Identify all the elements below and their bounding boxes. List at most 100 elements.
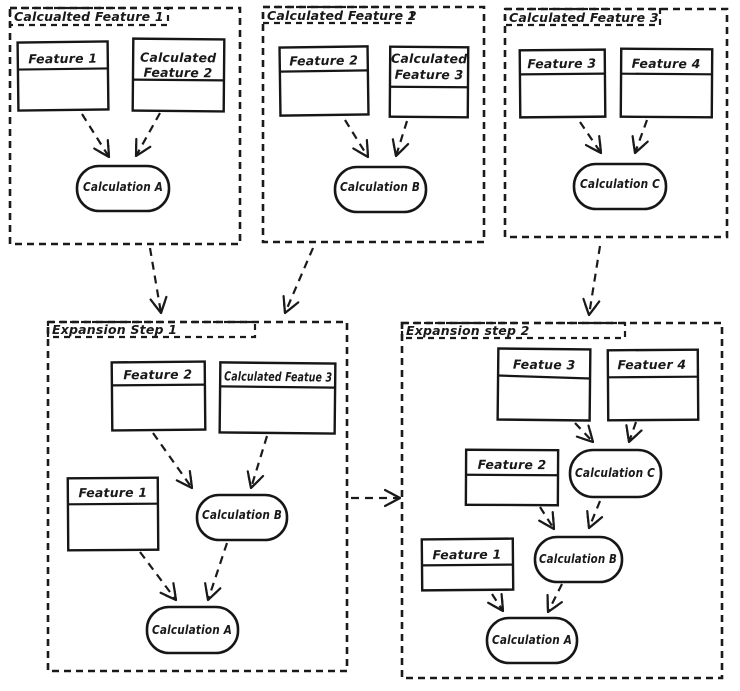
- feature-divider: [621, 72, 713, 76]
- feature-label: Feature 1: [28, 51, 97, 67]
- g5-edge-calculation-c-to-calculation-b: [586, 500, 604, 530]
- calculation-shape: [568, 448, 663, 499]
- edge-calculated-feature-3-to-expansion-step-2: [582, 245, 602, 317]
- g5-edge-feature-1-to-calculation-a: [487, 592, 505, 613]
- node-featuer-4: Featuer 4: [606, 348, 700, 422]
- feature-label: Feature 1: [432, 547, 501, 563]
- calculation-label: Calculation B: [202, 507, 282, 522]
- node-feature-2: Feature 2: [110, 360, 207, 432]
- calculation-label: Calculation C: [580, 176, 661, 191]
- g1-edge-calculated-feature-2-to-calculation-a: [134, 112, 161, 158]
- g4-edge-feature-1-to-calculation-a: [139, 551, 178, 602]
- feature-label: Calculated Featue 3: [224, 368, 332, 384]
- group-label-box: [46, 320, 257, 339]
- feature-box: [278, 45, 370, 117]
- edge-calculated-feature-2-to-expansion-step-1: [282, 247, 315, 315]
- calculation-shape: [75, 164, 171, 213]
- node-feature-3: Feature 3: [518, 48, 607, 119]
- node-feature-1: Feature 1: [66, 476, 160, 552]
- g2-edge-calculated-feature-3-to-calculation-b: [391, 120, 410, 158]
- g4-edge-calculation-b-to-calculation-a: [204, 542, 229, 602]
- group-expansion-step-2: Expansion step 2 Featue 3 Featuer 4 Feat…: [400, 321, 724, 680]
- calculation-shape: [145, 605, 240, 655]
- group-calculated-feature-2: Calculated Feature 2 Feature 2 Calculate…: [261, 5, 486, 244]
- g4-edge-calculated-featue-3-to-calculation-b: [246, 435, 269, 490]
- g3-edge-feature-3-to-calculation-c: [579, 121, 603, 155]
- node-feature-1: Feature 1: [420, 537, 515, 592]
- group-label: Expansion Step 1: [52, 322, 177, 337]
- feature-label: Featue 3: [513, 357, 576, 373]
- feature-box: [218, 361, 337, 435]
- feature-box: [606, 348, 700, 422]
- node-calculation-a: Calculation A: [485, 616, 579, 665]
- group-label: Expansion step 2: [406, 323, 530, 338]
- calculation-label: Calculation C: [575, 465, 656, 480]
- calculation-label: Calculation A: [492, 632, 572, 647]
- feature-divider: [519, 72, 605, 76]
- feature-label: Feature 3: [527, 56, 596, 72]
- calculation-shape: [485, 616, 579, 665]
- feature-box: [496, 347, 592, 422]
- feature-label: Calculated: [391, 51, 468, 67]
- feature-box: [110, 360, 207, 432]
- group-label-box: [261, 5, 414, 25]
- calculation-label: Calculation B: [539, 551, 617, 566]
- group-label-box: [8, 6, 170, 27]
- feature-box: [388, 45, 470, 119]
- edge-calcualted-feature-1-to-expansion-step-1: [148, 247, 168, 315]
- node-calculated-feature-2: Calculated Feature 2: [131, 37, 226, 113]
- feature-box: [464, 448, 560, 507]
- calculation-label: Calculation A: [152, 622, 232, 637]
- g1-edge-feature-1-to-calculation-a: [81, 113, 111, 159]
- feature-box: [16, 40, 110, 112]
- feature-divider: [111, 383, 205, 387]
- feature-box: [619, 47, 714, 119]
- feature-label: Calculated: [140, 50, 217, 66]
- calculation-shape: [333, 165, 428, 214]
- g5-edge-calculation-b-to-calculation-a: [546, 583, 563, 614]
- feature-label: Feature 2: [289, 53, 358, 69]
- feature-divider: [421, 563, 514, 567]
- node-calculated-featue-3: Calculated Featue 3: [218, 361, 337, 435]
- feature-label: Feature 2: [478, 457, 547, 472]
- node-feature-1: Feature 1: [16, 40, 110, 112]
- feature-box: [518, 48, 607, 119]
- node-calculation-b: Calculation B: [333, 165, 428, 214]
- calculation-label: Calculation B: [340, 179, 420, 194]
- node-calculation-a: Calculation A: [145, 605, 240, 655]
- feature-divider: [67, 502, 158, 506]
- feature-divider: [17, 67, 108, 71]
- node-calculation-c: Calculation C: [572, 162, 668, 211]
- g3-edge-feature-4-to-calculation-c: [631, 119, 649, 155]
- g2-edge-feature-2-to-calculation-b: [344, 119, 370, 159]
- feature-box: [131, 37, 226, 113]
- node-calculation-a: Calculation A: [75, 164, 171, 213]
- feature-divider: [498, 374, 591, 380]
- node-feature-2: Feature 2: [464, 448, 560, 507]
- group-label: Calcualted Feature 1: [14, 9, 164, 24]
- node-calculated-feature-3: Calculated Feature 3: [388, 45, 470, 119]
- feature-divider: [220, 385, 336, 389]
- group-calculated-feature-3: Calculated Feature 3 Feature 3 Feature 4…: [503, 7, 729, 239]
- node-calculation-b: Calculation B: [195, 493, 289, 542]
- g5-edge-feature-2-to-calculation-b: [538, 506, 556, 531]
- group-label-box: [503, 7, 662, 27]
- calculation-label: Calculation A: [83, 179, 163, 194]
- calculation-shape: [533, 535, 624, 584]
- group-expansion-step-1: Expansion Step 1 Feature 2 Calculated Fe…: [46, 320, 349, 673]
- g4-edge-feature-2-to-calculation-b: [152, 432, 194, 490]
- node-featue-3: Featue 3: [496, 347, 592, 422]
- feature-label: Feature 2: [123, 367, 192, 383]
- group-label-box: [400, 321, 627, 340]
- feature-divider: [279, 69, 368, 73]
- g5-edge-featuer-4-to-calculation-c: [625, 421, 643, 444]
- feature-divider: [607, 375, 698, 379]
- feature-label: Feature 4: [632, 56, 701, 71]
- node-calculation-b: Calculation B: [533, 535, 624, 584]
- g5-edge-featue-3-to-calculation-c: [574, 422, 595, 444]
- feature-divider: [389, 85, 468, 89]
- group-label: Calculated Feature 3: [509, 10, 659, 25]
- calculation-shape: [572, 162, 668, 211]
- node-feature-4: Feature 4: [619, 47, 714, 119]
